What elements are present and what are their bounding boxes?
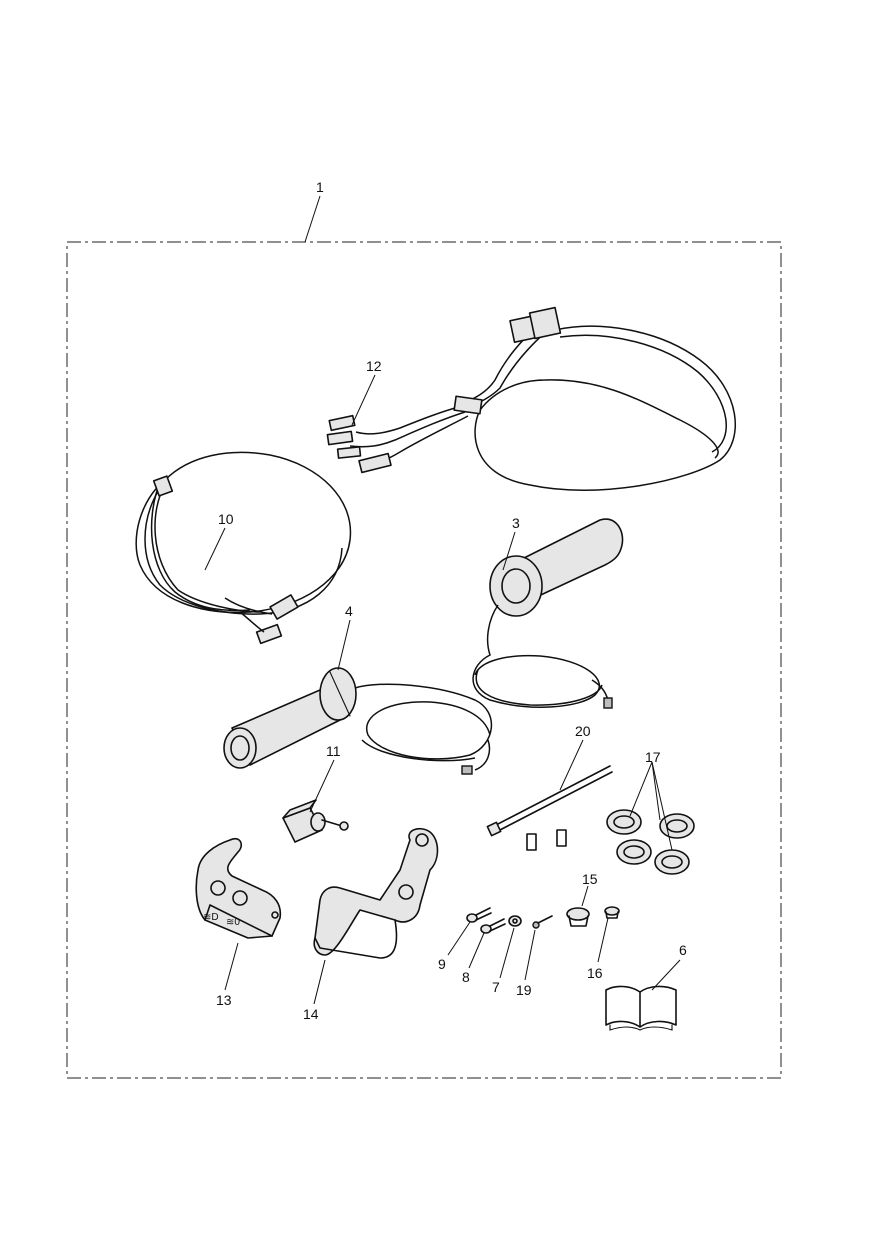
callout-3: 3 <box>512 515 520 531</box>
symbol-right: ≋0 <box>226 917 240 928</box>
callout-13: 13 <box>216 992 232 1008</box>
callout-12: 12 <box>366 358 382 374</box>
switch-housing-part: ≋D ≋0 <box>195 837 282 939</box>
plugs <box>566 906 620 927</box>
callout-1: 1 <box>316 179 324 195</box>
leader-lines <box>204 195 681 1005</box>
kit-frame <box>66 241 782 1079</box>
callout-10: 10 <box>218 511 234 527</box>
callout-labels: 1 12 10 3 4 20 11 17 13 14 9 8 7 19 15 1… <box>216 179 687 1022</box>
fasteners <box>466 907 553 934</box>
callout-9: 9 <box>438 956 446 972</box>
switch-part <box>282 799 349 843</box>
instructions-part <box>605 985 677 1031</box>
callout-11: 11 <box>326 743 341 759</box>
callout-6: 6 <box>679 942 687 958</box>
grip-left-part <box>223 667 492 775</box>
callout-17: 17 <box>645 749 661 765</box>
callout-16: 16 <box>587 965 603 981</box>
callout-14: 14 <box>303 1006 319 1022</box>
spacers <box>526 829 567 851</box>
grip-right-part <box>472 518 624 709</box>
callout-8: 8 <box>462 969 470 985</box>
callout-7: 7 <box>492 979 500 995</box>
sub-harness <box>135 451 352 645</box>
cable-tie-part <box>486 765 613 837</box>
callout-15: 15 <box>582 871 598 887</box>
callout-4: 4 <box>345 603 353 619</box>
callout-20: 20 <box>575 723 591 739</box>
bracket-part <box>313 828 439 959</box>
callout-19: 19 <box>516 982 532 998</box>
symbol-left: ≋D <box>203 912 219 923</box>
clips-part <box>606 809 695 875</box>
main-harness <box>326 306 737 491</box>
